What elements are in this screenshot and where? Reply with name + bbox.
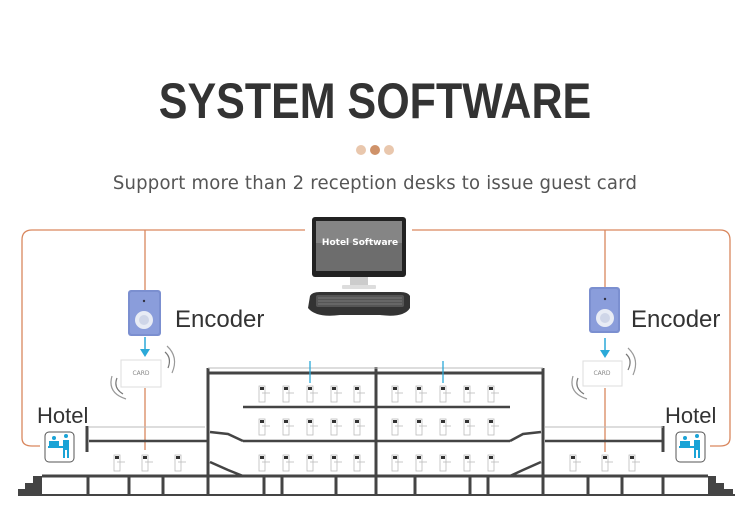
desktop-computer-icon	[308, 217, 410, 316]
door-lock	[282, 418, 294, 436]
right-encoder-label: Encoder	[631, 306, 721, 333]
screen-text: Hotel Software	[321, 238, 399, 248]
subtitle: Support more than 2 reception desks to i…	[112, 172, 638, 194]
dot-1	[356, 145, 366, 155]
door-lock	[306, 418, 318, 436]
door-lock	[391, 385, 403, 403]
door-lock	[258, 418, 270, 436]
right-card	[571, 347, 637, 400]
left-connection-line	[21, 229, 305, 447]
door-lock	[306, 385, 318, 403]
right-encoder-device	[589, 287, 620, 333]
right-connection-line	[412, 229, 731, 447]
left-card	[110, 345, 176, 400]
decorative-dots	[356, 145, 394, 155]
door-lock	[439, 418, 451, 436]
connection-lines	[21, 229, 731, 452]
door-lock	[353, 385, 365, 403]
door-lock	[463, 418, 475, 436]
door-lock	[415, 418, 427, 436]
dot-3	[384, 145, 394, 155]
right-hotel-label: Hotel	[665, 403, 717, 428]
door-lock	[282, 454, 294, 472]
dot-2	[370, 145, 380, 155]
right-reception-desk-icon	[675, 431, 706, 463]
door-lock	[415, 385, 427, 403]
room-doors	[113, 385, 640, 472]
left-hotel-label: Hotel	[37, 403, 89, 428]
page-title: SYSTEM SOFTWARE	[158, 73, 592, 129]
door-lock	[330, 418, 342, 436]
door-lock	[391, 454, 403, 472]
door-lock	[415, 454, 427, 472]
door-lock	[391, 418, 403, 436]
right-encode-arrow	[600, 338, 610, 358]
door-lock	[487, 418, 499, 436]
door-lock	[628, 454, 640, 472]
hotel-building	[18, 361, 735, 496]
door-lock	[330, 385, 342, 403]
left-card-label: CARD	[132, 370, 150, 377]
door-lock	[282, 385, 294, 403]
door-lock	[306, 454, 318, 472]
door-lock	[569, 454, 581, 472]
door-lock	[439, 385, 451, 403]
door-lock	[330, 454, 342, 472]
door-lock	[258, 385, 270, 403]
door-lock	[174, 454, 186, 472]
door-lock	[463, 454, 475, 472]
door-lock	[487, 385, 499, 403]
door-lock	[141, 454, 153, 472]
left-encoder-device	[128, 290, 161, 336]
door-lock	[353, 454, 365, 472]
right-card-label: CARD	[593, 370, 611, 377]
left-encode-arrow	[140, 337, 150, 357]
door-lock	[113, 454, 125, 472]
door-lock	[463, 385, 475, 403]
door-lock	[258, 454, 270, 472]
door-lock	[601, 454, 613, 472]
left-reception-desk-icon	[44, 431, 75, 463]
door-lock	[353, 418, 365, 436]
door-lock	[487, 454, 499, 472]
left-encoder-label: Encoder	[175, 306, 265, 333]
door-lock	[439, 454, 451, 472]
